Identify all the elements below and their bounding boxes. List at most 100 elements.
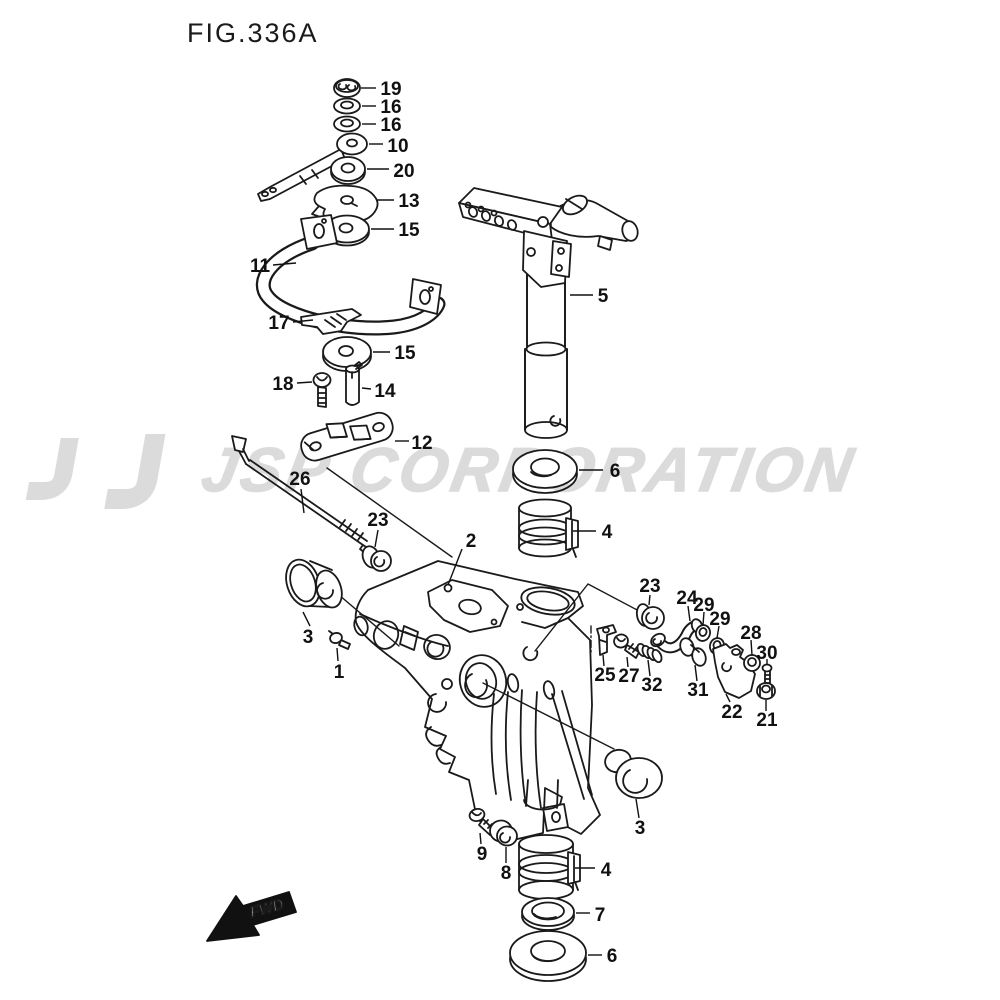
assembly-lines [326, 467, 642, 750]
callout-12: 12 [411, 433, 432, 454]
leader-line [300, 488, 305, 514]
callout-23: 23 [367, 510, 388, 531]
fwd-marker: FWD [206, 891, 297, 942]
callout-3: 3 [303, 627, 314, 648]
leader-line [725, 693, 731, 703]
leader-line [635, 798, 640, 819]
part-14-pin [345, 361, 363, 406]
callout-18: 18 [272, 374, 293, 395]
watermark: JSP CORPORATION [25, 434, 862, 509]
leader-line [447, 548, 463, 586]
part-21-nut [756, 682, 776, 700]
part-17-plate [300, 308, 362, 335]
part-20-washer [330, 156, 366, 185]
fwd-arrow-icon [206, 891, 297, 942]
part-19-locknut [333, 78, 361, 98]
leader-line [479, 832, 482, 845]
callout-25: 25 [594, 665, 616, 686]
callout-7: 7 [595, 905, 606, 926]
callout-24: 24 [676, 588, 698, 609]
callout-9: 9 [477, 844, 488, 865]
leader-line [292, 319, 314, 323]
leader-line [296, 381, 313, 384]
part-15-washer [322, 336, 372, 372]
callout-11: 11 [250, 256, 271, 277]
part-29-washer [695, 624, 711, 642]
part-16-washer [333, 97, 361, 115]
callout-22: 22 [721, 702, 742, 723]
callout-15: 15 [394, 343, 416, 364]
callout-26: 26 [289, 469, 310, 490]
part-13-cam [311, 184, 379, 223]
part-1-grease-nipple [328, 630, 351, 650]
callout-19: 19 [380, 79, 401, 100]
callout-6: 6 [610, 461, 621, 482]
leader-line [716, 625, 720, 639]
part-12-bracket [300, 411, 394, 462]
callout-14: 14 [374, 381, 396, 402]
callout-28: 28 [740, 623, 761, 644]
callout-30: 30 [756, 643, 777, 664]
part-27-bolt [613, 633, 640, 659]
callout-6: 6 [607, 946, 618, 967]
leader-line [361, 387, 372, 390]
callout-20: 20 [393, 161, 414, 182]
callout-10: 10 [387, 136, 408, 157]
watermark-logo-icon [25, 438, 79, 500]
part-5-swivel-bracket [458, 187, 639, 439]
part-32-spring [636, 642, 663, 664]
part-2-swivel-housing [353, 560, 601, 842]
leader-line [647, 659, 651, 677]
part-6-washer [512, 449, 578, 494]
callout-15: 15 [398, 220, 420, 241]
part-3-bushing [604, 748, 663, 799]
part-22-bracket [712, 643, 756, 699]
leader-line [626, 656, 629, 668]
part-23-bushing [635, 603, 665, 630]
callout-13: 13 [398, 191, 419, 212]
part-8-bushing [489, 819, 518, 847]
callout-29: 29 [693, 595, 714, 616]
leader-line [750, 639, 753, 656]
leader-line [694, 664, 698, 682]
part-25-clamp [596, 624, 617, 656]
part-16-washer [333, 115, 361, 133]
leader-line [336, 647, 339, 662]
callout-16: 16 [380, 97, 401, 118]
watermark-logo-icon [104, 434, 166, 509]
callout-27: 27 [618, 666, 639, 687]
leader-line [374, 529, 379, 548]
part-31-bushing [679, 637, 707, 667]
callout-29: 29 [709, 609, 730, 630]
part-6-washer [509, 930, 587, 982]
callout-21: 21 [756, 710, 778, 731]
callout-17: 17 [268, 313, 289, 334]
part-7-ring [521, 897, 575, 931]
leader-line [272, 262, 297, 266]
callout-1: 1 [334, 662, 345, 683]
part-4-bushing [518, 834, 581, 900]
part-3-bushing [285, 558, 343, 609]
part-23-bushing [361, 545, 392, 572]
callout-2: 2 [466, 531, 477, 552]
callout-5: 5 [598, 286, 609, 307]
leader-line [648, 594, 651, 606]
callout-31: 31 [687, 680, 709, 701]
callout-23: 23 [639, 576, 660, 597]
part-30-bolt [761, 663, 773, 684]
callout-4: 4 [602, 522, 613, 543]
leader-line [687, 605, 691, 622]
leader-line [702, 611, 705, 626]
leader-line [302, 611, 311, 627]
callout-3: 3 [635, 818, 646, 839]
part-4-bushing [518, 498, 579, 558]
figure-title: FIG.336A [187, 18, 319, 48]
callout-8: 8 [501, 863, 512, 884]
part-10-steering-arm [257, 132, 368, 202]
part-18-bolt [312, 372, 332, 408]
callout-16: 16 [380, 115, 401, 136]
leader-line [602, 654, 605, 667]
